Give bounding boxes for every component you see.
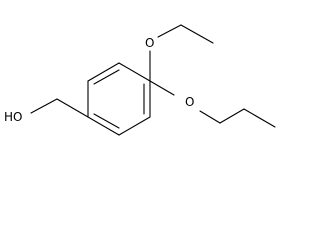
bond-ring-to-propoxy-o <box>149 80 175 96</box>
ring-bond-a5-a6 <box>87 116 120 136</box>
benzene-ring <box>87 62 151 136</box>
propoxy-oxygen-label: O <box>185 95 194 109</box>
bond-ethoxy-o-to-ch2 <box>157 24 182 38</box>
hydroxymethyl-group: HO <box>4 98 89 124</box>
hydroxyl-label: HO <box>4 110 22 124</box>
propoxy-group: O <box>149 80 276 128</box>
ring-inner-double-bond-left <box>93 69 120 85</box>
bond-propoxy-ch2-to-ch2 <box>219 108 245 124</box>
ring-bond-a2-a3 <box>118 62 151 82</box>
bond-ch2-to-oh <box>30 98 58 114</box>
ring-bond-a1-a2 <box>87 62 120 82</box>
bond-ring-to-ch2 <box>56 98 89 118</box>
bond-ethoxy-ch2-to-ch3 <box>180 24 214 44</box>
bond-propoxy-ch2-to-ch3 <box>243 108 276 128</box>
structure-drawing: HO O O <box>4 24 276 136</box>
ethoxy-group: O <box>145 24 214 82</box>
bond-propoxy-o-to-ch2 <box>199 110 221 124</box>
ring-bond-a4-a5 <box>118 116 151 136</box>
ethoxy-oxygen-label: O <box>145 36 154 50</box>
ring-inner-double-bond-bottom <box>93 113 120 129</box>
chemical-structure-canvas: HO O O <box>4 24 276 136</box>
